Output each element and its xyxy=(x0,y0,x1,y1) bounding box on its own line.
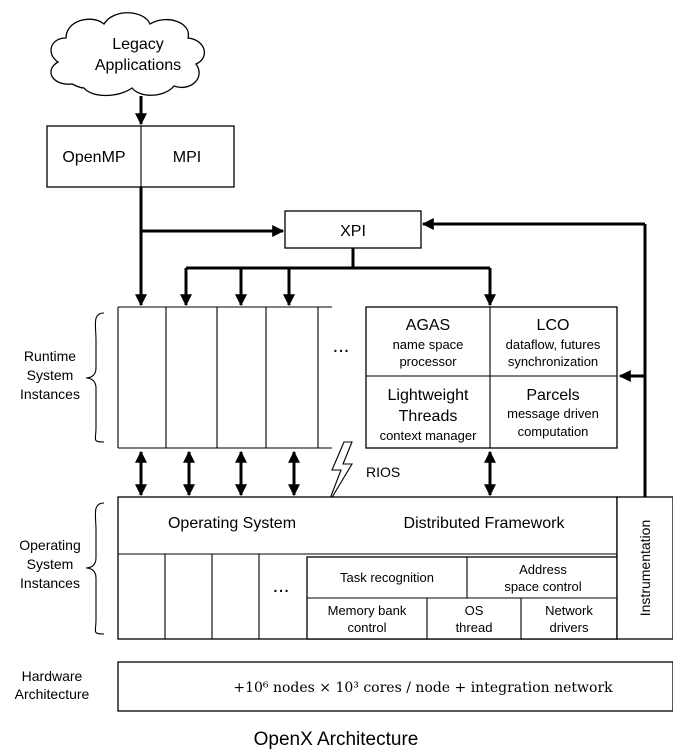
runtime-label-2: System xyxy=(27,367,74,383)
runtime-label-1: Runtime xyxy=(24,348,76,364)
operating-system-label: Operating System xyxy=(168,515,296,532)
threads-line3: context manager xyxy=(380,428,478,443)
runtime-ellipsis: ... xyxy=(333,335,350,357)
address-space-line2: space control xyxy=(504,579,581,594)
agas-title: AGAS xyxy=(406,317,450,334)
agas-line1: name space xyxy=(393,337,464,352)
xpi-box: XPI xyxy=(284,210,422,249)
hardware-box: +10⁶ nodes × 10³ cores / node + integrat… xyxy=(117,661,673,712)
runtime-label-3: Instances xyxy=(20,386,80,402)
os-services-grid xyxy=(306,556,618,640)
legacy-label-line2: Applications xyxy=(95,57,181,74)
diagram-caption: OpenX Architecture xyxy=(254,729,419,750)
threads-line2: Threads xyxy=(399,408,458,425)
memory-bank-line2: control xyxy=(347,620,386,635)
os-label-3: Instances xyxy=(20,575,80,591)
hardware-label-2: Architecture xyxy=(15,686,90,702)
lco-title: LCO xyxy=(537,317,570,334)
lco-line2: synchronization xyxy=(508,354,598,369)
hardware-label-1: Hardware xyxy=(22,668,83,684)
os-label-1: Operating xyxy=(19,537,80,553)
os-thread-line2: thread xyxy=(456,620,493,635)
network-drivers-line1: Network xyxy=(545,603,593,618)
rios-label: RIOS xyxy=(366,464,400,480)
threads-line1: Lightweight xyxy=(388,387,470,404)
task-recognition-label: Task recognition xyxy=(340,570,434,585)
xpi-label: XPI xyxy=(340,223,366,240)
os-thread-line1: OS xyxy=(465,603,484,618)
hardware-spec-label: +10⁶ nodes × 10³ cores / node + integrat… xyxy=(233,680,613,696)
address-space-line1: Address xyxy=(519,562,567,577)
os-side-label: Operating System Instances xyxy=(19,502,105,635)
parcels-title: Parcels xyxy=(526,387,579,404)
openmp-label: OpenMP xyxy=(62,149,125,166)
distributed-framework-label: Distributed Framework xyxy=(404,515,566,532)
legacy-applications-cloud: Legacy Applications xyxy=(50,12,206,97)
os-label-2: System xyxy=(27,556,74,572)
instrumentation-label: Instrumentation xyxy=(637,520,653,617)
rios-lightning-icon xyxy=(327,441,353,505)
programming-models-box: OpenMP MPI xyxy=(46,125,235,188)
network-drivers-line2: drivers xyxy=(549,620,589,635)
runtime-side-label: Runtime System Instances xyxy=(20,312,105,443)
mpi-label: MPI xyxy=(173,149,201,166)
memory-bank-line1: Memory bank xyxy=(328,603,407,618)
agas-line2: processor xyxy=(399,354,457,369)
runtime-components-box xyxy=(365,306,618,449)
threads-cell: Lightweight Threads context manager xyxy=(380,387,478,443)
legacy-label-line1: Legacy xyxy=(112,36,164,53)
hardware-side-label: Hardware Architecture xyxy=(15,668,90,702)
runtime-instance-columns xyxy=(117,306,332,449)
agas-cell: AGAS name space processor xyxy=(393,317,464,369)
lco-cell: LCO dataflow, futures synchronization xyxy=(506,317,601,369)
parcels-cell: Parcels message driven computation xyxy=(507,387,599,439)
os-ellipsis: ... xyxy=(273,575,290,597)
instrumentation-box: Instrumentation xyxy=(616,496,673,640)
parcels-line1: message driven xyxy=(507,406,599,421)
parcels-line2: computation xyxy=(518,424,589,439)
lco-line1: dataflow, futures xyxy=(506,337,601,352)
